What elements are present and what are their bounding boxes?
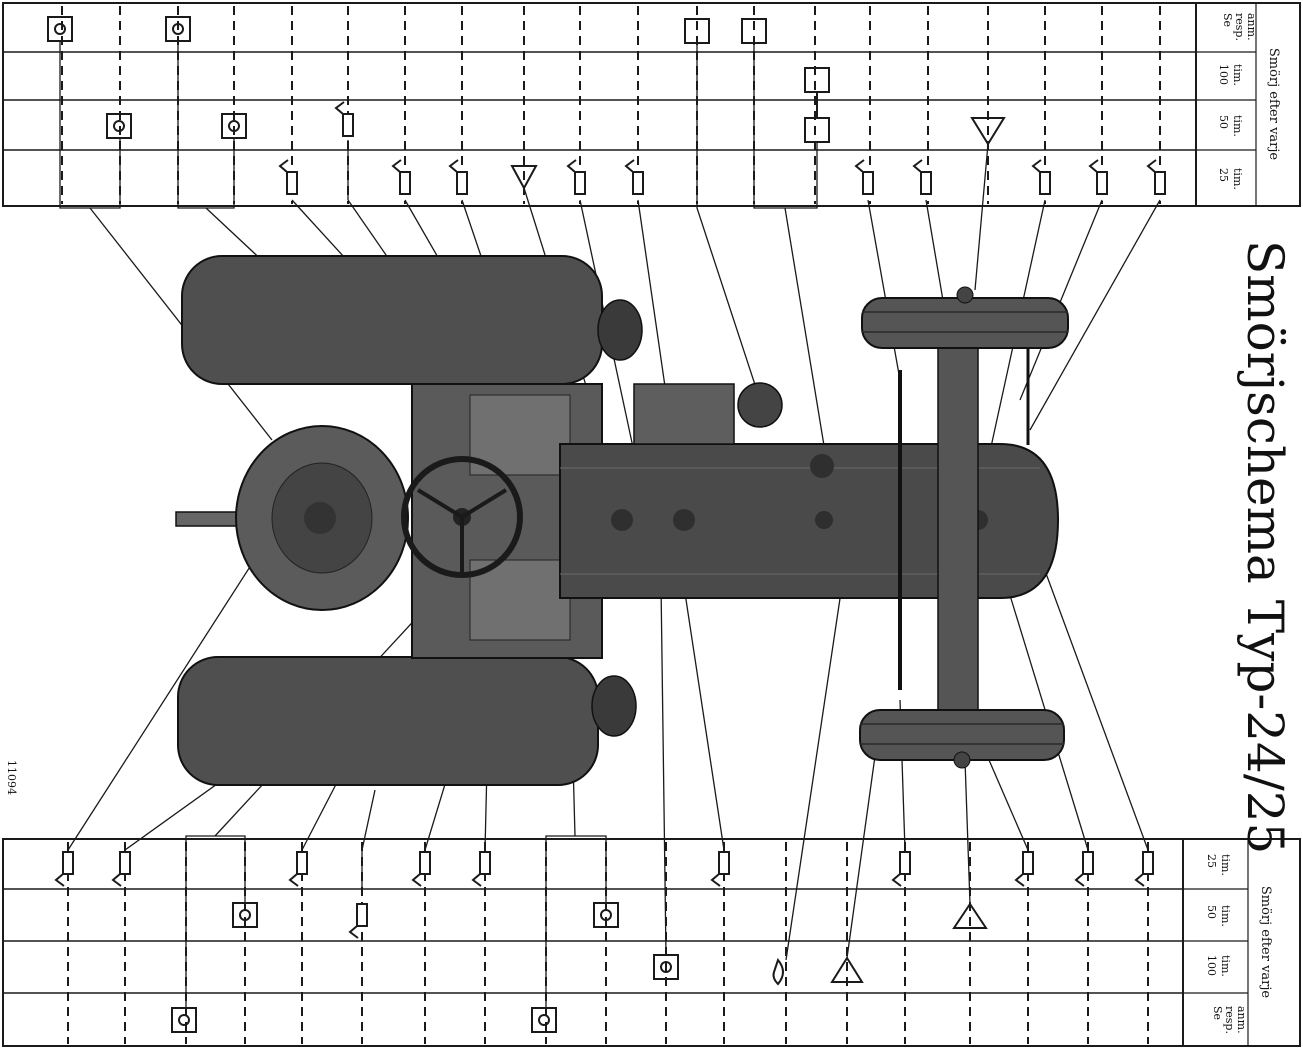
bottom-col-50: 50 tim. (1205, 905, 1232, 927)
grease-nipple-icon (111, 851, 131, 887)
rear-tire-left (181, 255, 603, 385)
oil-box-icon (47, 16, 73, 42)
air-cleaner (737, 382, 783, 428)
svg-text:100: 100 (1217, 64, 1230, 85)
svg-text:anm.: anm. (1235, 1006, 1248, 1034)
oil-check-triangle-icon (830, 956, 864, 983)
headlight-left (597, 299, 643, 361)
rear-tire-right (177, 656, 599, 786)
oil-check-triangle-icon (970, 117, 1006, 146)
oil-check-triangle-icon (952, 902, 988, 929)
grease-nipple-icon (348, 903, 368, 939)
grease-nipple-icon (891, 851, 911, 887)
svg-text:tim.: tim. (1231, 64, 1244, 86)
svg-text:Se: Se (1221, 13, 1234, 27)
grease-nipple-icon (278, 159, 298, 195)
top-table-header: Smörj efter varje (1266, 48, 1281, 161)
bottom-col-100: 100 tim. (1205, 955, 1232, 977)
battery-box (633, 383, 735, 445)
serial-number: 11094 (5, 760, 18, 795)
oil-box-icon (531, 1007, 557, 1033)
svg-text:tim.: tim. (1219, 854, 1232, 876)
page-title: Smörjschema Typ-24/25 (1236, 240, 1294, 854)
grease-nipple-icon (912, 159, 932, 195)
svg-text:tim.: tim. (1231, 115, 1244, 137)
filter-icon (804, 67, 830, 93)
top-lubrication-table: Smörj efter varje Se resp. anm. 100 tim.… (2, 2, 1301, 207)
oil-box-icon (106, 113, 132, 139)
grease-nipple-icon (1134, 851, 1154, 887)
bottom-col-se: Se resp. anm. (1211, 1006, 1248, 1034)
svg-text:tim.: tim. (1219, 955, 1232, 977)
svg-text:25: 25 (1217, 168, 1230, 182)
grease-nipple-icon (1014, 851, 1034, 887)
svg-text:100: 100 (1205, 955, 1218, 976)
front-tire-left (861, 297, 1069, 349)
bottom-table-header: Smörj efter varje (1258, 886, 1273, 999)
svg-text:25: 25 (1205, 854, 1218, 868)
svg-text:resp.: resp. (1223, 1006, 1236, 1034)
top-col-50: 50 tim. (1217, 115, 1244, 137)
grease-nipple-icon (1088, 159, 1108, 195)
svg-text:tim.: tim. (1219, 905, 1232, 927)
grease-nipple-icon (54, 851, 74, 887)
svg-text:anm.: anm. (1245, 13, 1258, 41)
grease-nipple-icon (566, 159, 586, 195)
top-col-25: 25 tim. (1217, 168, 1244, 190)
grease-nipple-icon (1146, 159, 1166, 195)
grease-nipple-icon (448, 159, 468, 195)
oil-box-icon (171, 1007, 197, 1033)
svg-text:50: 50 (1217, 115, 1230, 129)
top-column-dividers (61, 6, 1161, 204)
grease-nipple-icon (334, 101, 354, 137)
top-col-100: 100 tim. (1217, 64, 1244, 86)
svg-text:50: 50 (1205, 905, 1218, 919)
steering-wheel-icon (401, 456, 523, 578)
svg-text:resp.: resp. (1233, 13, 1246, 41)
filter-icon (804, 117, 830, 143)
grease-nipple-icon (471, 851, 491, 887)
top-col-se: Se resp. anm. (1221, 13, 1258, 41)
grease-nipple-icon (854, 159, 874, 195)
grease-nipple-icon (624, 159, 644, 195)
bottom-col-25: 25 tim. (1205, 854, 1232, 876)
svg-text:tim.: tim. (1231, 168, 1244, 190)
tractor-illustration (175, 255, 1069, 786)
grease-nipple-icon (391, 159, 411, 195)
grease-nipple-icon (411, 851, 431, 887)
oil-check-triangle-icon (510, 165, 538, 191)
oil-can-icon (772, 957, 784, 986)
bottom-lubrication-table: Smörj efter varje 25 tim. 50 tim. 100 ti… (2, 838, 1301, 1047)
bottom-column-dividers (67, 842, 1149, 1044)
grease-nipple-icon (1031, 159, 1051, 195)
grease-nipple-icon (1074, 851, 1094, 887)
svg-text:Se: Se (1211, 1006, 1224, 1020)
engine-hood (559, 443, 1060, 599)
grease-nipple-icon (288, 851, 308, 887)
grease-nipple-icon (710, 851, 730, 887)
front-axle (937, 329, 979, 721)
headlight-right (591, 675, 637, 737)
